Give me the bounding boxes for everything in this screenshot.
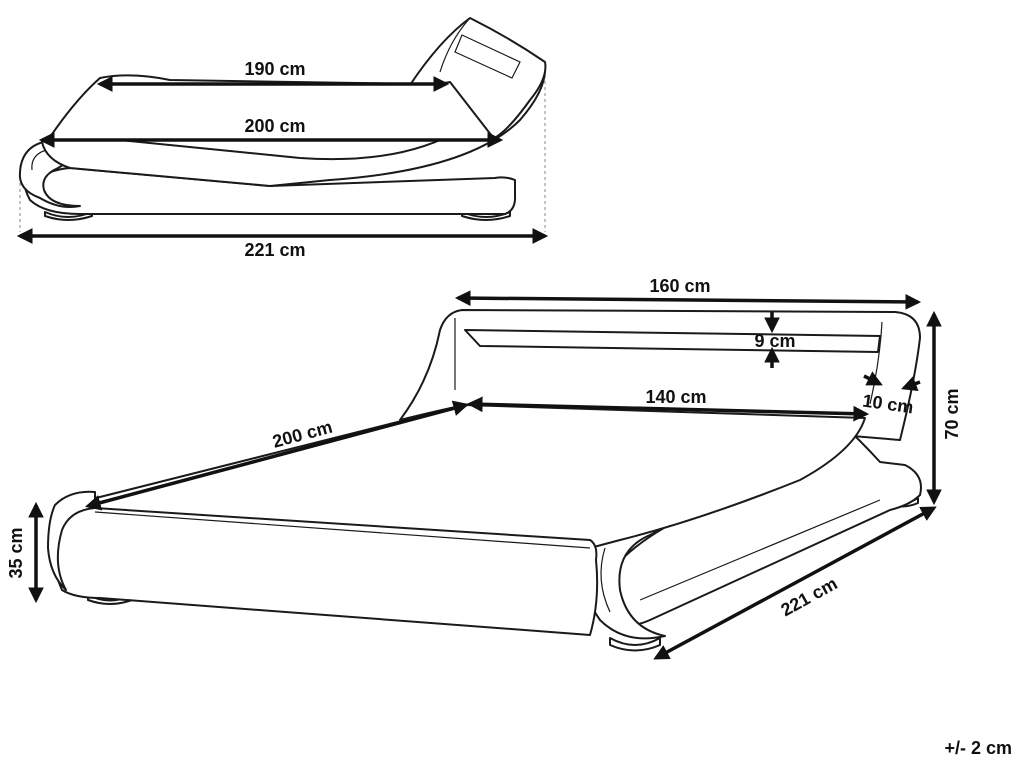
persp-arrow-10-right xyxy=(901,376,921,391)
persp-headboard-light xyxy=(464,329,881,353)
persp-arrow-200 xyxy=(84,400,470,511)
persp-label-221: 221 cm xyxy=(778,573,841,620)
side-label-221: 221 cm xyxy=(244,240,305,260)
side-view: 190 cm 200 cm 221 cm xyxy=(16,17,549,260)
persp-headboard-inner xyxy=(454,318,883,405)
side-label-190: 190 cm xyxy=(244,59,305,79)
persp-label-140: 140 cm xyxy=(645,387,706,407)
persp-label-70: 70 cm xyxy=(942,388,962,439)
persp-front-top-edge xyxy=(94,511,591,549)
persp-arrow-140 xyxy=(466,396,870,422)
persp-label-9: 9 cm xyxy=(754,331,795,351)
side-label-200: 200 cm xyxy=(244,116,305,136)
persp-label-35: 35 cm xyxy=(6,527,26,578)
persp-label-160: 160 cm xyxy=(649,276,710,296)
persp-foot-front-right xyxy=(609,637,661,652)
tolerance-note: +/- 2 cm xyxy=(944,738,1012,758)
persp-arrow-10-left xyxy=(863,371,883,386)
persp-arrow-160 xyxy=(454,290,922,310)
persp-arrow-221 xyxy=(653,506,937,660)
side-headboard-edge xyxy=(439,17,471,73)
persp-right-roll-stitch xyxy=(600,547,611,613)
perspective-view: 160 cm 9 cm 140 cm 10 cm 70 cm 200 cm 35… xyxy=(6,276,962,660)
side-foot-back xyxy=(461,211,511,221)
side-foot-front xyxy=(44,211,93,221)
side-headboard-light xyxy=(454,34,521,79)
